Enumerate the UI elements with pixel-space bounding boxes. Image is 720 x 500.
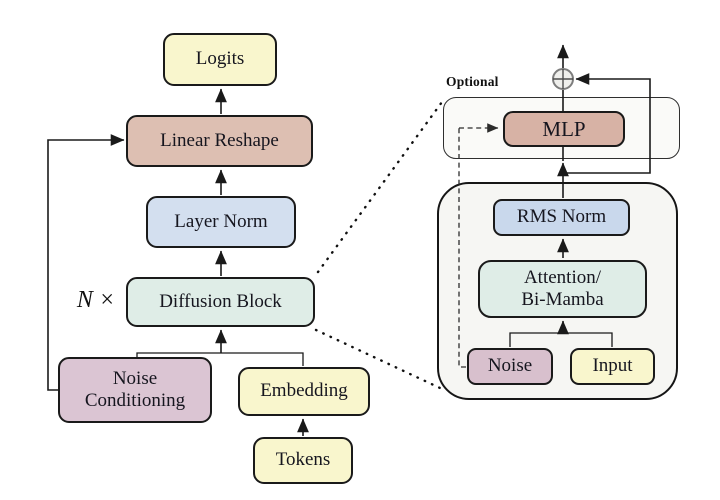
plus-circle-icon [552,68,574,90]
wire-noise-conditioning-to-linear-reshape [47,134,125,391]
optional-label: Optional [446,74,499,89]
repeat-count-label: N × [76,287,116,313]
node-input: Input [570,348,655,385]
node-diffusion-block: Diffusion Block [126,277,315,327]
node-mlp: MLP [503,111,625,147]
node-tokens: Tokens [253,437,353,484]
node-noise-conditioning: Noise Conditioning [58,357,212,423]
node-attention-bi-mamba: Attention/ Bi-Mamba [478,260,647,318]
node-noise: Noise [467,348,553,385]
zoom-guide-line-top [316,100,444,274]
node-layer-norm: Layer Norm [146,196,296,248]
node-logits: Logits [163,33,277,86]
node-rms-norm: RMS Norm [493,199,630,236]
node-embedding: Embedding [238,367,370,416]
node-linear-reshape: Linear Reshape [126,115,313,167]
